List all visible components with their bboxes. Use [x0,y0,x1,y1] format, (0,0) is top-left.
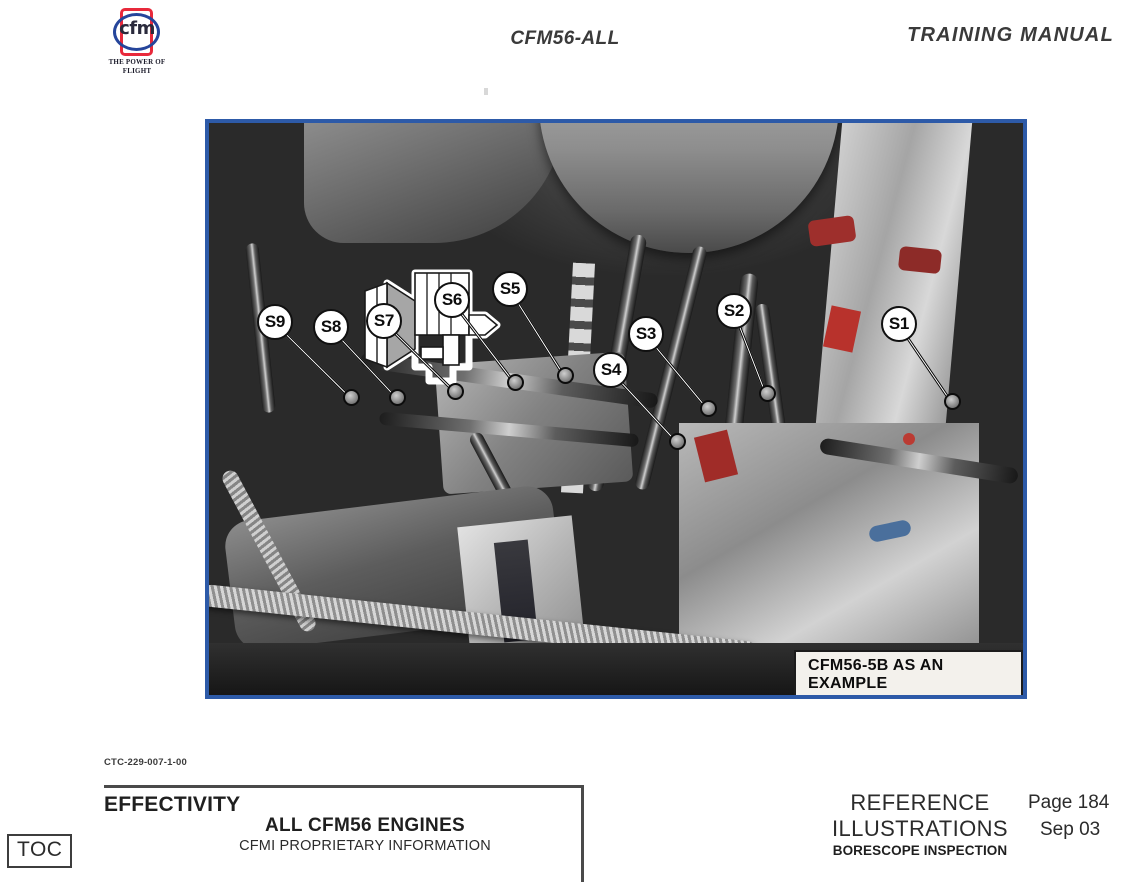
photo-data-plate [493,539,539,643]
photo-tube [818,437,1020,485]
reference-section-subtitle: BORESCOPE INSPECTION [832,843,1008,858]
reference-section-title: REFERENCE ILLUSTRATIONS [832,790,1008,841]
photo-main-duct [539,123,839,253]
photo-right-panel [815,123,973,423]
borescope-port-marker [758,384,776,402]
photo-red-dot [903,433,915,445]
borescope-port-marker [446,382,464,400]
toc-button[interactable]: TOC [7,834,73,868]
photo-pump-housing [457,515,586,662]
footer-divider [104,785,584,788]
borescope-port-marker [388,388,406,406]
callout-s6: S6 [434,282,470,318]
photo-tube [467,430,565,596]
photo-blue-fitting [867,518,913,544]
page-date: Sep 03 [1040,819,1101,840]
callout-s1: S1 [881,306,917,342]
borescope-port-photograph [209,123,1023,695]
photo-tube [378,411,640,448]
borescope-port-marker [556,366,574,384]
callout-s9: S9 [257,304,293,340]
logo-wordmark: cfm [119,18,155,39]
callout-s8: S8 [313,309,349,345]
borescope-port-marker [506,373,524,391]
borescope-port-marker [342,388,360,406]
cfm-logo-mark: cfm [98,6,176,60]
cfm-logo: cfm The Power Of Flight [98,6,176,78]
photo-red-marking [693,429,739,483]
logo-blue-circle [113,13,160,51]
figure-caption: CFM56-5B AS AN EXAMPLE [794,650,1023,695]
callout-s7: S7 [366,303,402,339]
photo-duct-arc [304,123,564,243]
document-code: CTC-229-007-1-00 [104,757,187,768]
document-type-label: TRAINING MANUAL [907,24,1114,46]
callout-s2: S2 [716,293,752,329]
logo-tagline: The Power Of Flight [108,58,166,75]
effectivity-value: ALL CFM56 ENGINES [264,815,466,836]
borescope-port-marker [668,432,686,450]
effectivity-label: EFFECTIVITY [104,793,241,816]
photo-red-marking [822,305,862,353]
photo-braided-hose [219,467,319,635]
photo-red-hose-band [807,214,857,248]
photo-braided-hose [209,583,759,665]
photo-tube [754,303,798,513]
callout-s4: S4 [593,352,629,388]
photo-red-hose-band [897,245,943,275]
callout-s5: S5 [492,271,528,307]
footer-vertical-divider [581,785,584,882]
proprietary-notice: CFMI PROPRIETARY INFORMATION [239,838,491,854]
page-title: CFM56-ALL [510,28,620,49]
page-number: Page 184 [1028,792,1110,813]
borescope-port-marker [699,399,717,417]
scan-artifact [484,88,488,95]
borescope-port-marker [943,392,961,410]
callout-s3: S3 [628,316,664,352]
photo-fuel-pump [222,483,566,653]
